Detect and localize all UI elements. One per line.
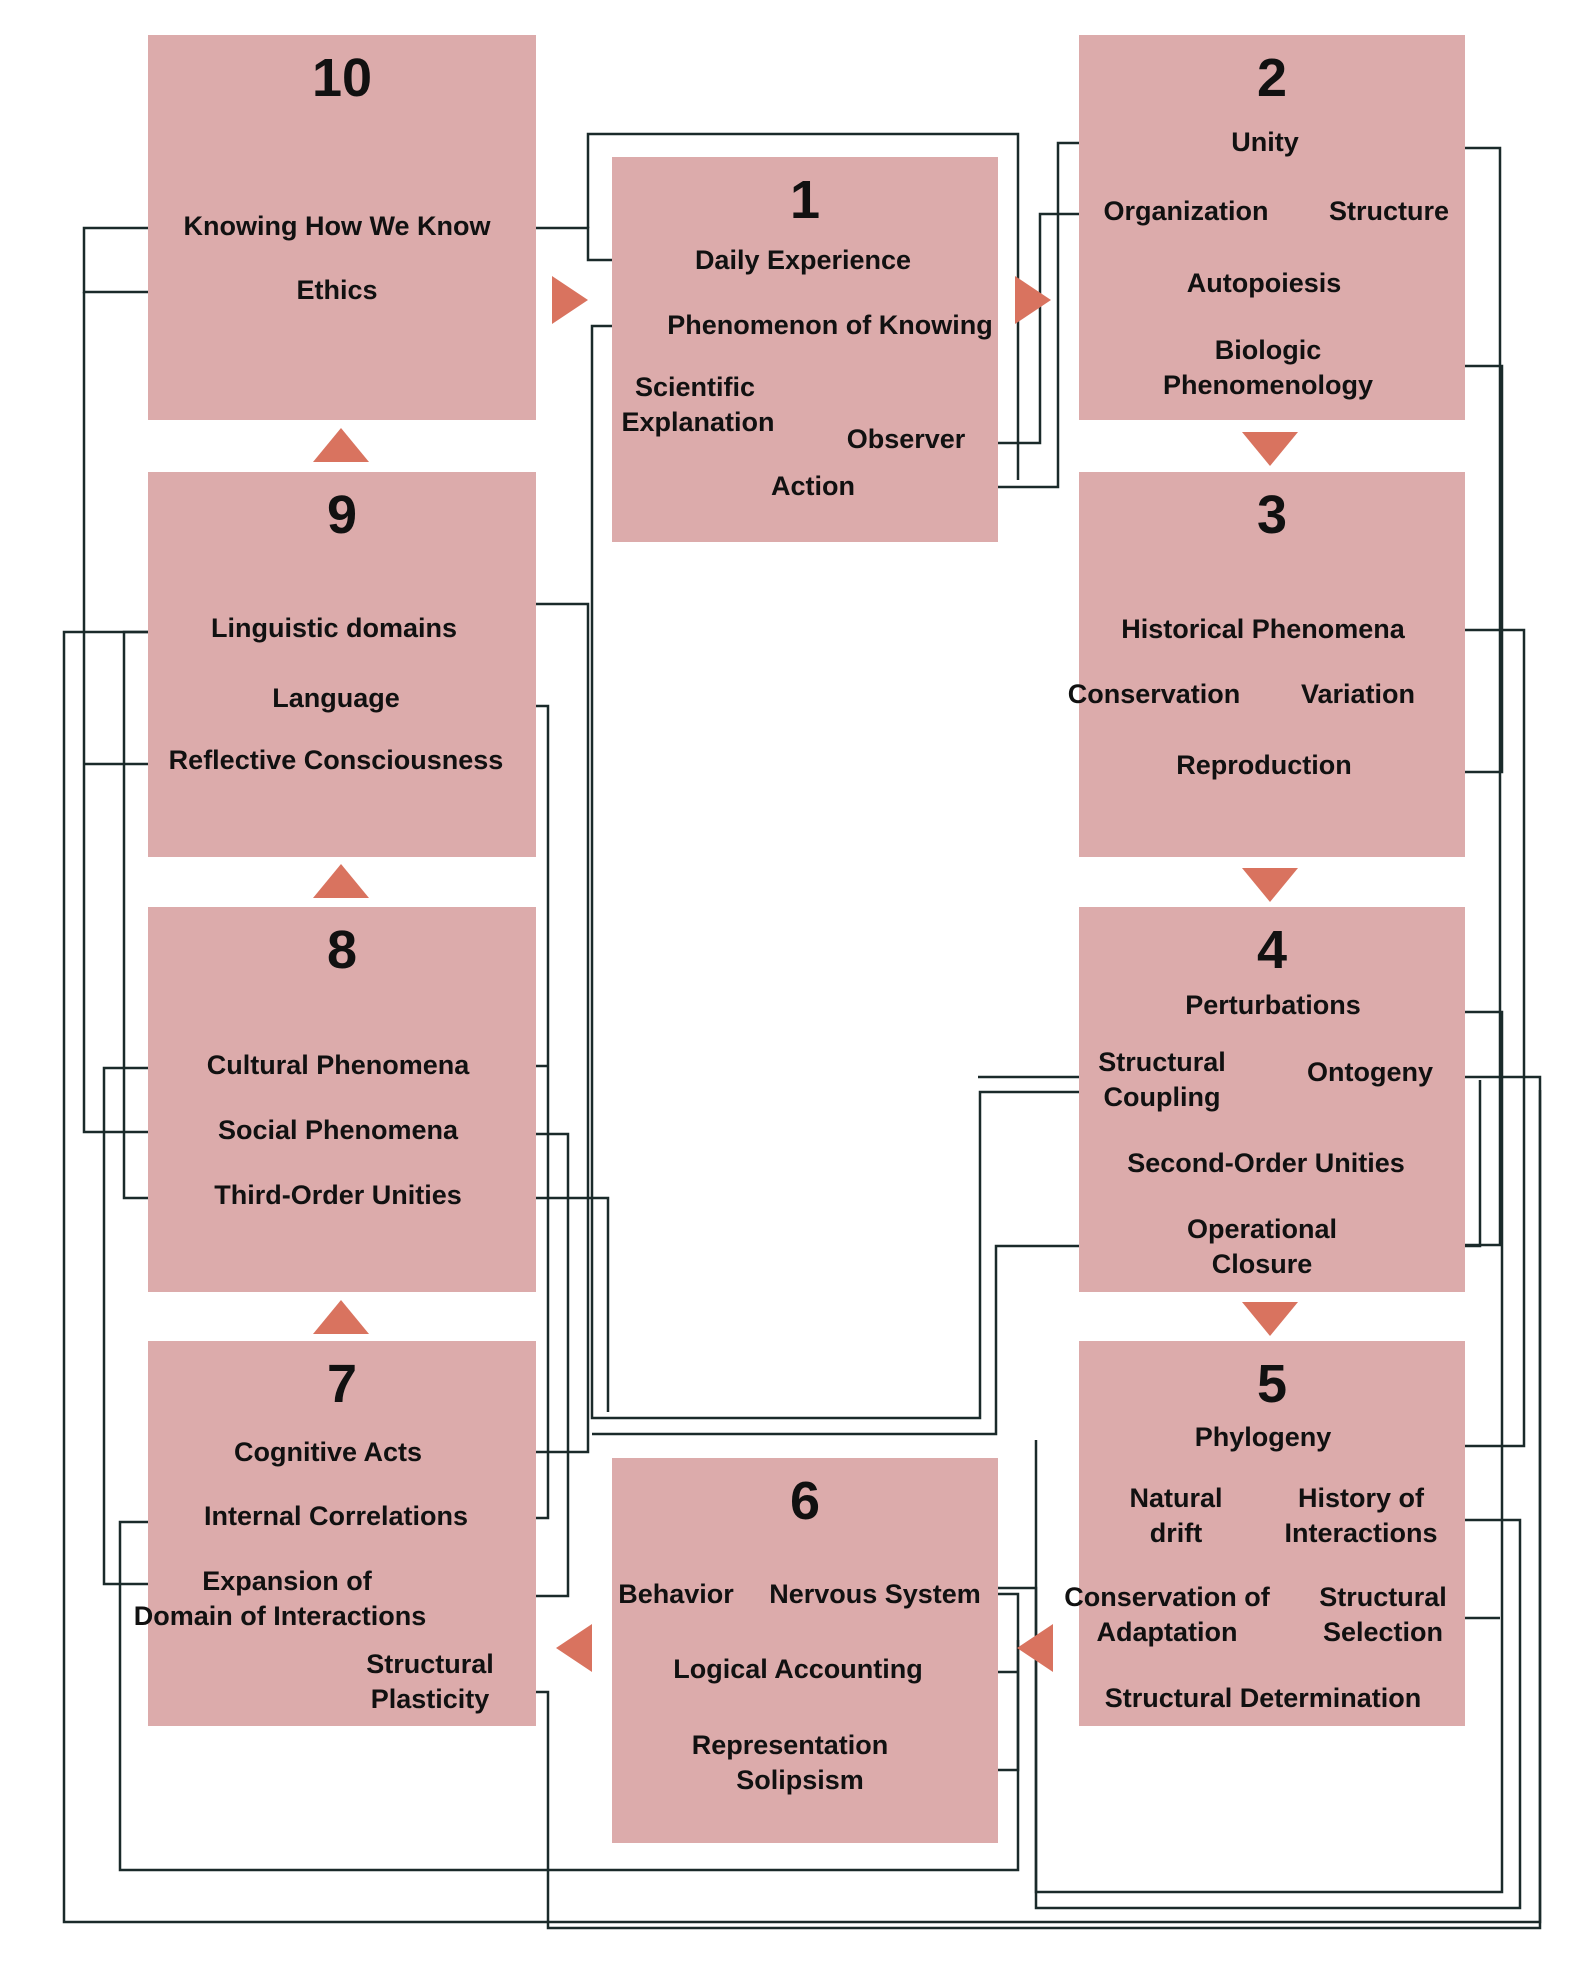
label-variation: Variation xyxy=(1300,679,1416,709)
label-conservation: Conservation xyxy=(1067,679,1241,709)
box-4: 4 xyxy=(1079,907,1465,1292)
label-conservation-of: Conservation of xyxy=(1064,1582,1270,1612)
box-number: 3 xyxy=(1256,485,1288,545)
label-structural-selection-1: Structural xyxy=(1319,1582,1447,1612)
label-natural: Natural xyxy=(1129,1483,1223,1513)
arrow-2-to-3 xyxy=(1242,432,1298,466)
label-closure: Closure xyxy=(1211,1249,1313,1279)
label-unity: Unity xyxy=(1231,127,1299,157)
arrow-4-to-5 xyxy=(1242,1302,1298,1336)
box-10: 10 xyxy=(148,35,536,420)
arrow-1-to-2 xyxy=(1015,276,1051,324)
label-linguistic-domains: Linguistic domains xyxy=(210,613,458,643)
label-interactions: Interactions xyxy=(1284,1518,1438,1548)
box-number: 7 xyxy=(326,1354,358,1414)
box-6: 6 xyxy=(612,1458,998,1843)
box-number: 6 xyxy=(789,1471,821,1531)
label-knowing-how-we-know: Knowing How We Know xyxy=(183,211,491,241)
label-logical-accounting: Logical Accounting xyxy=(673,1654,923,1684)
label-structural-determination: Structural Determination xyxy=(1104,1683,1422,1713)
connector-line xyxy=(590,324,1092,1420)
box-number: 1 xyxy=(789,170,821,230)
label-reflective-consciousness: Reflective Consciousness xyxy=(168,745,504,775)
label-drift: drift xyxy=(1149,1518,1203,1548)
box-3: 3 xyxy=(1079,472,1465,857)
arrow-7-to-8 xyxy=(313,1300,369,1334)
label-behavior: Behavior xyxy=(618,1579,734,1609)
label-organization: Organization xyxy=(1103,196,1269,226)
label-ethics: Ethics xyxy=(296,275,378,305)
box-number: 4 xyxy=(1256,920,1288,980)
label-perturbations: Perturbations xyxy=(1185,990,1361,1020)
label-observer: Observer xyxy=(846,424,966,454)
label-biologic: Biologic xyxy=(1214,335,1322,365)
label-phenomenology: Phenomenology xyxy=(1162,370,1374,400)
label-history-of: History of xyxy=(1297,1483,1425,1513)
box-number: 2 xyxy=(1256,48,1288,108)
label-second-order-unities: Second-Order Unities xyxy=(1127,1148,1405,1178)
label-structure: Structure xyxy=(1328,196,1450,226)
connector-line xyxy=(512,1075,1542,1930)
label-representation: Representation xyxy=(691,1730,889,1760)
label-nervous-system: Nervous System xyxy=(769,1579,981,1609)
label-solipsism: Solipsism xyxy=(736,1765,864,1795)
box-1: 1 xyxy=(612,157,998,542)
arrow-3-to-4 xyxy=(1242,868,1298,902)
label-domain-of-interactions: Domain of Interactions xyxy=(133,1601,427,1631)
label-expansion-of: Expansion of xyxy=(202,1566,372,1596)
connector-line xyxy=(118,1520,1020,1872)
box-7: 7 xyxy=(148,1341,536,1726)
label-phylogeny: Phylogeny xyxy=(1194,1422,1332,1452)
label-third-order-unities: Third-Order Unities xyxy=(214,1180,462,1210)
box-number: 5 xyxy=(1256,1354,1288,1414)
label-internal-correlations: Internal Correlations xyxy=(203,1501,469,1531)
label-ontogeny: Ontogeny xyxy=(1307,1057,1433,1087)
label-cultural-phenomena: Cultural Phenomena xyxy=(206,1050,470,1080)
label-adaptation: Adaptation xyxy=(1096,1617,1238,1647)
box-number: 10 xyxy=(311,48,373,108)
arrow-8-to-9 xyxy=(313,864,369,898)
box-8: 8 xyxy=(148,907,536,1292)
label-reproduction: Reproduction xyxy=(1176,750,1352,780)
label-scientific: Scientific xyxy=(634,372,756,402)
label-structural-plasticity-1: Structural xyxy=(366,1649,494,1679)
label-historical-phenomena: Historical Phenomena xyxy=(1121,614,1405,644)
arrow-10-to-1 xyxy=(552,276,588,324)
box-9: 9 xyxy=(148,472,536,857)
box-5: 5 xyxy=(1079,1341,1465,1726)
arrow-9-to-10 xyxy=(313,428,369,462)
label-action: Action xyxy=(771,471,855,501)
label-phenomenon-of-knowing: Phenomenon of Knowing xyxy=(667,310,993,340)
connector-line xyxy=(990,1518,1522,1910)
label-explanation: Explanation xyxy=(621,407,775,437)
box-number: 9 xyxy=(326,485,358,545)
connector-line xyxy=(62,630,1542,1924)
label-language: Language xyxy=(272,683,400,713)
box-number: 8 xyxy=(326,920,358,980)
label-structural-plasticity-2: Plasticity xyxy=(370,1684,490,1714)
arrow-5-to-6 xyxy=(1017,1624,1053,1672)
box-2: 2 xyxy=(1079,35,1465,420)
arrow-6-to-7 xyxy=(556,1624,592,1672)
label-structural-coupling-1: Structural xyxy=(1098,1047,1226,1077)
label-operational: Operational xyxy=(1186,1214,1338,1244)
label-daily-experience: Daily Experience xyxy=(694,245,912,275)
label-cognitive-acts: Cognitive Acts xyxy=(233,1437,423,1467)
label-structural-coupling-2: Coupling xyxy=(1103,1082,1221,1112)
label-autopoiesis: Autopoiesis xyxy=(1186,268,1342,298)
label-social-phenomena: Social Phenomena xyxy=(217,1115,459,1145)
label-structural-selection-2: Selection xyxy=(1322,1617,1444,1647)
connector-line xyxy=(1018,212,1100,445)
